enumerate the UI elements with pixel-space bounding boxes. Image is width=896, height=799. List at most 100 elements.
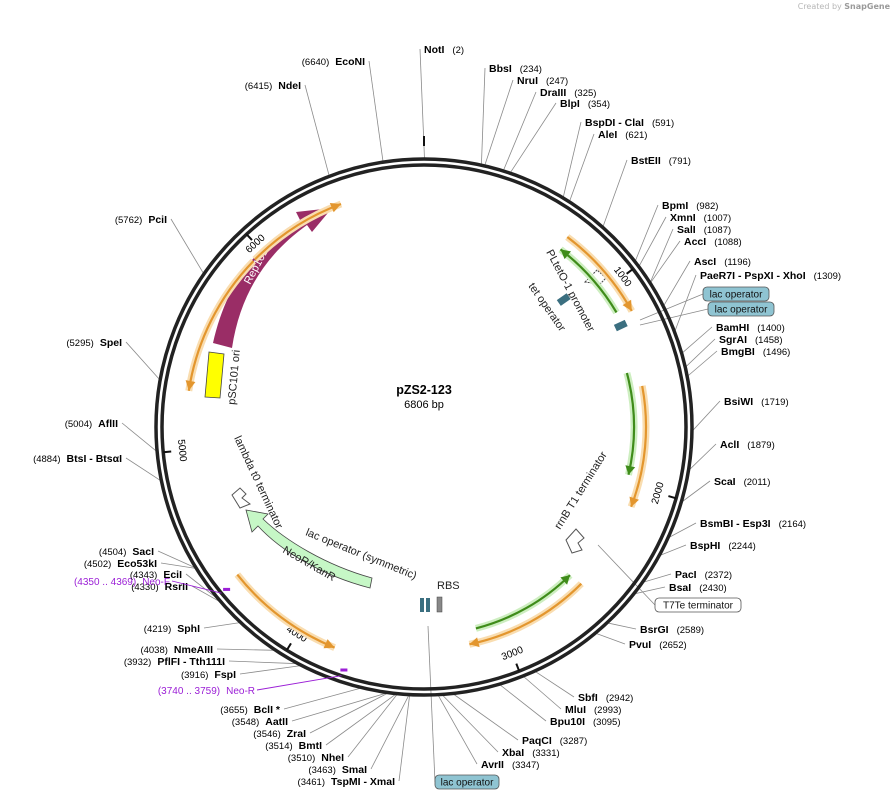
orange-arc-bottom-halo xyxy=(468,581,584,648)
site-avrii: AvrII(3347) xyxy=(481,759,539,771)
tick-mark-3000 xyxy=(515,663,521,672)
site-pos: (2942) xyxy=(606,693,633,704)
orange-arc-lower-left xyxy=(236,573,336,649)
site-pos: (1309) xyxy=(814,271,841,282)
primer-name: Neo-F xyxy=(142,577,170,588)
feature-box-label: lac operator xyxy=(715,305,768,316)
site-leader-bsai xyxy=(633,586,666,595)
site-name: NmeAIII xyxy=(174,644,213,656)
primer-pos: (4350 .. 4369) xyxy=(74,577,136,588)
psc101-ori-label: pSC101 ori xyxy=(226,349,243,405)
green-arc-right-arrowhead xyxy=(625,465,636,475)
site-pos: (3347) xyxy=(512,760,539,771)
site-pos: (2164) xyxy=(779,519,806,530)
backbone-outer-ring xyxy=(154,157,694,697)
site-leader-bbsi xyxy=(481,67,486,166)
site-aatii: (3548)AatII xyxy=(232,716,288,728)
site-pos: (1458) xyxy=(755,335,782,346)
green-arc-right xyxy=(625,372,636,476)
site-scai: ScaI (2011) xyxy=(714,476,770,488)
site-leader-bsphi xyxy=(658,544,687,557)
site-name: ScaI xyxy=(714,476,736,488)
backbone-inner-ring xyxy=(160,163,688,691)
site-leader-smai xyxy=(370,694,410,770)
site-pos: (1007) xyxy=(704,213,731,224)
orange-arc-bottom xyxy=(469,582,583,646)
feature-box-label: T7Te terminator xyxy=(663,601,734,612)
psc101-ori-feature xyxy=(204,351,225,399)
leader-lines xyxy=(121,48,721,783)
site-bbsi: BbsI(234) xyxy=(489,63,542,75)
site-zrai: (3546)ZraI xyxy=(253,728,306,740)
site-pos: (1719) xyxy=(761,397,788,408)
site-pos: (2011) xyxy=(744,477,771,488)
primer-layer: (4350 .. 4369)Neo-F(3740 .. 3759)Neo-R xyxy=(74,577,348,697)
site-name: NotI xyxy=(424,44,444,56)
site-leader-bpmi xyxy=(634,204,659,262)
site-bpmi: BpmI(982) xyxy=(662,200,718,212)
site-leader-xmni xyxy=(638,216,667,267)
tick-mark-5000 xyxy=(163,450,172,454)
site-ecii: (4343)EciI xyxy=(130,569,182,581)
site-leader-bpu10i xyxy=(498,683,547,722)
site-xbai: XbaI(3331) xyxy=(502,747,560,759)
site-leader-sphi xyxy=(203,622,241,629)
site-pos: (4343) xyxy=(130,570,157,581)
site-alei: AleI(621) xyxy=(598,129,647,141)
site-leader-fspi xyxy=(239,665,302,675)
box-leader-0 xyxy=(639,293,704,321)
site-nhei: (3510)NheI xyxy=(288,752,344,764)
orange-arc-bottom-arrowhead xyxy=(469,637,480,648)
site-name: ZraI xyxy=(287,728,306,740)
site-leader-bsrgi xyxy=(606,622,637,630)
site-saci: (4504)SacI xyxy=(99,546,154,558)
tet-operator-label: tet operator xyxy=(526,281,568,334)
site-bmgbi: BmgBI(1496) xyxy=(721,346,790,358)
site-pos: (621) xyxy=(625,130,647,141)
site-leader-scai xyxy=(680,480,711,503)
site-leader-avrii xyxy=(437,694,478,765)
site-name: SbfI xyxy=(578,692,598,704)
site-pcii: (5762)PciI xyxy=(115,214,167,226)
site-pos: (2589) xyxy=(677,625,704,636)
site-noti: NotI(2) xyxy=(424,44,464,56)
site-pos: (3463) xyxy=(308,765,335,776)
site-pos: (2993) xyxy=(594,705,621,716)
site-pos: (4038) xyxy=(140,645,167,656)
site-pos: (3655) xyxy=(220,705,247,716)
site-name: PaeR7I - PspXI - XhoI xyxy=(700,270,806,282)
primer-leader-neo-f xyxy=(171,580,222,594)
site-leader-pvui xyxy=(595,632,626,645)
site-name: AccI xyxy=(684,236,706,248)
site-bspdi-clai: BspDI - ClaI(591) xyxy=(585,117,674,129)
site-leader-aatii xyxy=(291,692,389,722)
site-name: BbsI xyxy=(489,63,512,75)
green-arc-right-top-arrowhead xyxy=(560,249,571,260)
site-nrui: NruI(247) xyxy=(517,75,568,87)
plasmid-length: 6806 bp xyxy=(404,399,444,411)
site-leader-eco53ki xyxy=(160,562,197,569)
site-pos: (1496) xyxy=(763,347,790,358)
site-leader-btsi-bts-i xyxy=(125,457,162,482)
site-xmni: XmnI(1007) xyxy=(670,212,731,224)
site-pos: (4219) xyxy=(144,624,171,635)
orange-arc-right-top-arrowhead xyxy=(622,299,632,311)
feature-box-t7te-terminator-2 xyxy=(654,597,742,613)
site-aflii: (5004)AflII xyxy=(65,418,118,430)
site-smai: (3463)SmaI xyxy=(308,764,367,776)
lac-operator-sym-block-2 xyxy=(426,598,430,612)
site-leader-econi xyxy=(368,60,384,163)
site-name: EcoNI xyxy=(335,56,365,68)
tick-mark-4000 xyxy=(285,642,292,651)
site-bpu10i: Bpu10I(3095) xyxy=(550,716,620,728)
site-pos: (3548) xyxy=(232,717,259,728)
rep101-feature xyxy=(213,208,332,348)
site-btsi-bts-i: (4884)BtsI - BtsαI xyxy=(33,453,122,465)
site-leader-nhei xyxy=(347,693,398,758)
site-leader-tspmi-xmai xyxy=(398,694,411,782)
site-name: BclI * xyxy=(254,704,281,716)
site-name: NruI xyxy=(517,75,538,87)
site-pos: (3916) xyxy=(181,670,208,681)
site-draiii: DraIII(325) xyxy=(540,87,596,99)
primer-mark-neo-r xyxy=(340,668,348,672)
